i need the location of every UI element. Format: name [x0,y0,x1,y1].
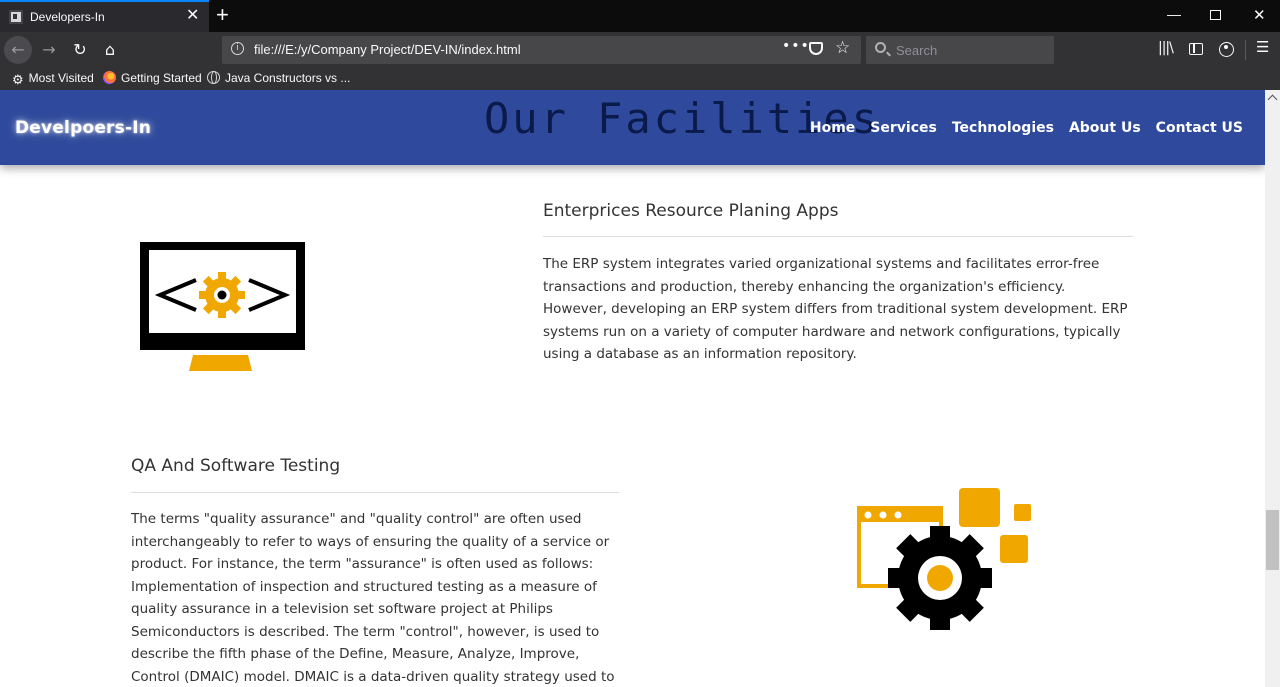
erp-section-divider [543,236,1133,237]
address-bar[interactable]: i file:///E:/y/Company Project/DEV-IN/in… [222,36,861,64]
qa-section-divider [131,492,619,493]
home-icon[interactable]: ⌂ [104,40,116,59]
browser-tab-strip: Developers-In ✕ + — ✕ [0,0,1280,32]
search-input[interactable]: Search [866,36,1054,64]
nav-about-us[interactable]: About Us [1068,120,1141,136]
nav-contact-us[interactable]: Contact US [1155,120,1243,136]
firefox-icon [103,71,116,84]
search-icon [875,42,886,53]
restore-window-button[interactable] [1210,10,1221,20]
erp-section-title: Enterprices Resource Planing Apps [543,201,839,221]
site-favicon-icon [9,10,23,24]
new-tab-button[interactable]: + [216,2,229,27]
pocket-icon[interactable] [809,42,823,55]
bookmark-most-visited[interactable]: ⚙Most Visited [12,71,94,87]
site-brand[interactable]: Develpoers-In [15,118,152,138]
forward-arrow-icon[interactable]: → [42,40,56,59]
bookmark-star-icon[interactable]: ☆ [835,38,851,58]
close-window-button[interactable]: ✕ [1253,7,1266,24]
sidebar-toggle-icon[interactable] [1189,43,1203,55]
hamburger-menu-icon[interactable]: ☰ [1256,38,1270,56]
minimize-window-button[interactable]: — [1167,6,1181,22]
toolbar-divider [1245,40,1246,60]
site-header: Develpoers-In Our Facilities Home Servic… [0,90,1265,165]
search-placeholder: Search [896,43,938,58]
browser-toolbar: ← → ↻ ⌂ i file:///E:/y/Company Project/D… [0,32,1280,67]
bookmark-getting-started[interactable]: Getting Started [103,71,202,85]
gear-icon: ⚙ [12,72,24,87]
main-nav: Home Services Technologies About Us Cont… [810,120,1243,136]
bookmark-java-constructors[interactable]: Java Constructors vs ... [207,71,350,85]
close-tab-icon[interactable]: ✕ [186,7,200,24]
reload-icon[interactable]: ↻ [73,40,87,59]
page-actions-more-icon[interactable]: ••• [782,38,810,54]
monitor-code-gear-icon [138,240,308,379]
browser-window-gear-icon [856,486,1036,650]
scrollbar-thumb[interactable] [1266,510,1279,570]
nav-services[interactable]: Services [870,120,937,136]
page-info-icon[interactable]: i [231,42,244,55]
page-title: Our Facilities [484,94,881,143]
back-arrow-icon[interactable]: ← [4,36,32,64]
erp-section-text: The ERP system integrates varied organiz… [543,256,1128,362]
nav-technologies[interactable]: Technologies [951,120,1054,136]
library-icon[interactable]: |||\ [1158,40,1174,56]
nav-home[interactable]: Home [809,120,856,136]
scroll-up-icon[interactable] [1267,94,1278,105]
url-text[interactable]: file:///E:/y/Company Project/DEV-IN/inde… [254,42,521,57]
qa-section-text: The terms "quality assurance" and "quali… [131,511,615,685]
browser-tab[interactable]: Developers-In ✕ [0,0,209,32]
qa-section-title: QA And Software Testing [131,456,341,476]
tab-title: Developers-In [30,10,105,24]
bookmarks-toolbar: ⚙Most Visited Getting Started Java Const… [0,67,1280,90]
page-viewport: Develpoers-In Our Facilities Home Servic… [0,90,1265,687]
page-scrollbar[interactable] [1265,90,1280,687]
account-icon[interactable] [1219,42,1234,57]
globe-icon [207,71,220,84]
